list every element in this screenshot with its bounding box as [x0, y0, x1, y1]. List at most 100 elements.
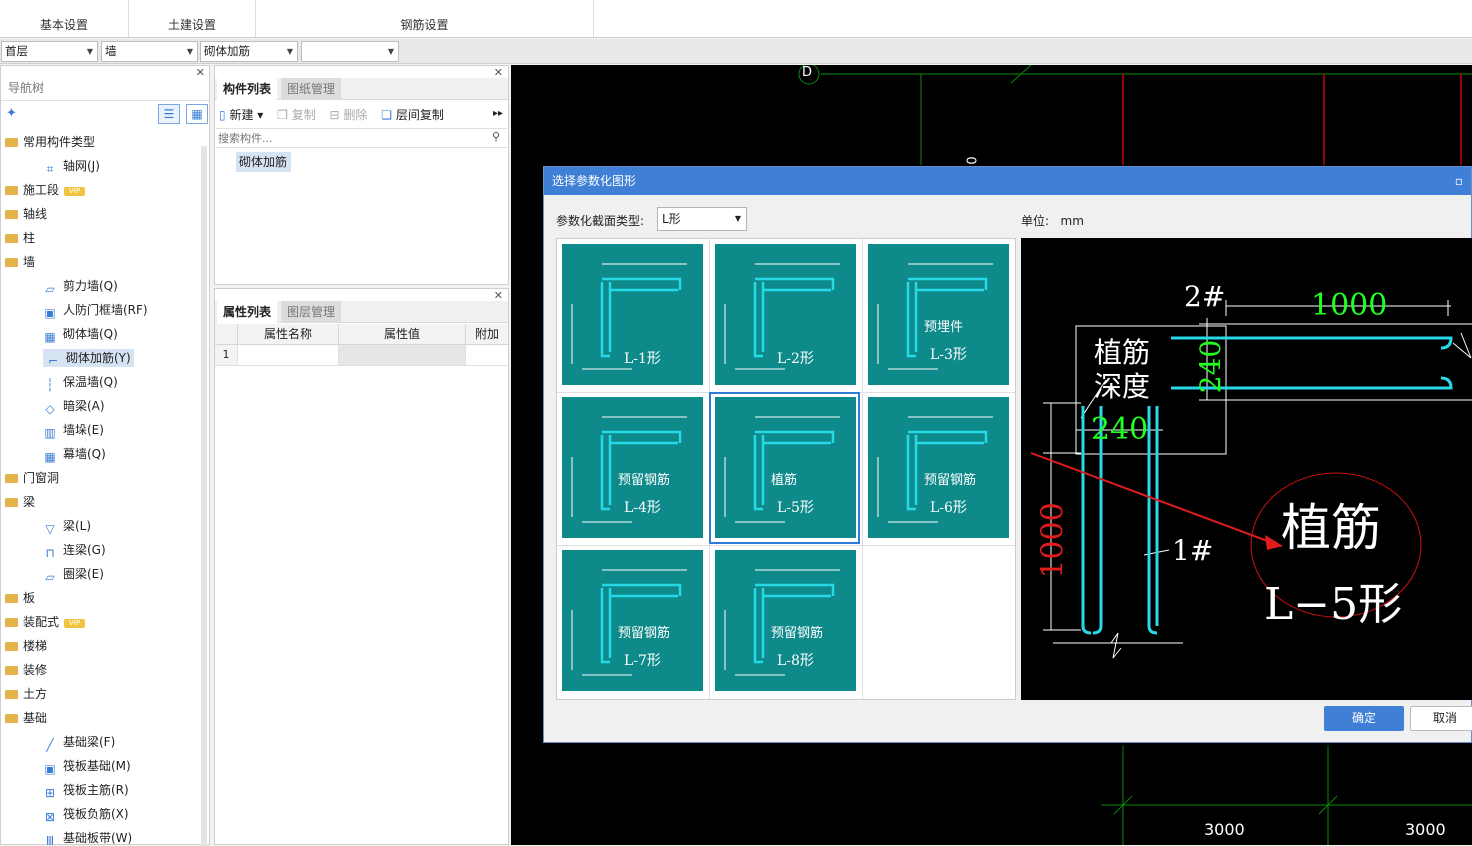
nav-item[interactable]: ▣筏板基础(M)	[1, 754, 131, 778]
new-button[interactable]: ▯ 新建 ▾	[219, 108, 264, 122]
floor-select[interactable]: 首层▼	[1, 41, 98, 62]
close-icon[interactable]: ✕	[493, 289, 503, 302]
ribbon-tab-rebar[interactable]: 钢筋设置	[256, 0, 594, 37]
folder-icon	[5, 234, 18, 243]
shape-tile-5[interactable]: 植筋 L-5形	[715, 397, 856, 538]
ribbon-tab-civil[interactable]: 土建设置	[129, 0, 256, 37]
cell-name[interactable]	[237, 345, 338, 365]
nav-label: 门窗洞	[23, 471, 60, 485]
nav-category[interactable]: 轴线	[1, 202, 47, 226]
nav-item[interactable]: ▥墙垛(E)	[1, 418, 104, 442]
tab-layer-manage[interactable]: 图层管理	[281, 301, 342, 323]
nav-label: 板	[23, 591, 36, 605]
component-panel: ✕ 构件列表 图纸管理 ▯ 新建 ▾ ❐ 复制 ⊟ 删除 ❏ 层间复制 ▸▸ ⚲…	[214, 65, 509, 285]
nav-category[interactable]: 土方	[1, 682, 47, 706]
nav-item[interactable]: ◇暗梁(A)	[1, 394, 104, 418]
maximize-icon[interactable]: ▫	[1454, 174, 1463, 188]
nav-category[interactable]: 楼梯	[1, 634, 47, 658]
close-icon[interactable]: ✕	[493, 66, 503, 79]
nav-category[interactable]: 墙	[1, 250, 35, 274]
nav-item[interactable]: ▱剪力墙(Q)	[1, 274, 117, 298]
close-icon[interactable]: ✕	[195, 66, 205, 79]
cell-value[interactable]	[338, 345, 465, 365]
nav-item[interactable]: ▱圈梁(E)	[1, 562, 104, 586]
nav-label: 保温墙(Q)	[63, 375, 118, 389]
tile-caption: L-5形	[777, 500, 814, 516]
nav-category[interactable]: 常用构件类型	[1, 130, 95, 154]
delete-button[interactable]: ⊟ 删除	[329, 108, 368, 122]
nav-label: 楼梯	[23, 639, 48, 653]
section-type-select[interactable]: L形▼	[657, 207, 747, 231]
nav-category[interactable]: 门窗洞	[1, 466, 59, 490]
table-row[interactable]: 1	[215, 345, 508, 366]
card-view-icon[interactable]: ▦	[186, 104, 208, 124]
nav-item[interactable]: ╱基础梁(F)	[1, 730, 115, 754]
insulation-wall-icon: ┆	[46, 378, 54, 392]
ribbon: 基本设置 土建设置 钢筋设置	[0, 0, 1472, 38]
nav-label: 基础板带(W)	[63, 831, 133, 845]
folder-icon	[5, 258, 18, 267]
nav-label: 土方	[23, 687, 48, 701]
folder-icon	[5, 138, 18, 147]
shape-tile-2[interactable]: L-2形	[715, 244, 856, 385]
dropdown-arrow-icon: ▼	[186, 47, 193, 56]
nav-label: 轴网(J)	[63, 159, 100, 173]
tile-caption: L-1形	[624, 351, 661, 367]
extra-select[interactable]: ▼	[301, 41, 399, 62]
nav-category[interactable]: 板	[1, 586, 35, 610]
nav-category[interactable]: 柱	[1, 226, 35, 250]
nav-item[interactable]: ▽梁(L)	[1, 514, 91, 538]
masonry-wall-icon: ▦	[44, 330, 56, 344]
tab-component-list[interactable]: 构件列表	[217, 78, 278, 100]
dimension-label: 3000	[1204, 820, 1245, 839]
ribbon-tab-basic[interactable]: 基本设置	[0, 0, 129, 37]
component-search-input[interactable]	[216, 128, 507, 148]
nav-item[interactable]: ⊓连梁(G)	[1, 538, 105, 562]
cell-extra[interactable]	[465, 345, 508, 365]
nav-item[interactable]: ┆ 保温墙(Q)	[1, 370, 118, 394]
masonry-rebar-icon: ⌐	[47, 354, 59, 368]
nav-category[interactable]: 梁	[1, 490, 35, 514]
copy-button[interactable]: ❐ 复制	[277, 108, 316, 122]
add-sparkle-icon[interactable]: ✦	[6, 106, 17, 121]
category-select[interactable]: 墙▼	[101, 41, 198, 62]
nav-label: 筏板基础(M)	[63, 759, 131, 773]
tab-drawing-manage[interactable]: 图纸管理	[281, 78, 342, 100]
shape-tile-1[interactable]: L-1形	[562, 244, 703, 385]
selected-tile-border	[709, 392, 860, 544]
tile-subtitle: 预埋件	[924, 320, 964, 335]
more-icon[interactable]: ▸▸	[492, 108, 503, 119]
tab-property-list[interactable]: 属性列表	[217, 301, 278, 323]
ok-button[interactable]: 确定	[1324, 706, 1404, 731]
nav-category[interactable]: 装修	[1, 658, 47, 682]
type-select[interactable]: 砌体加筋▼	[200, 41, 298, 62]
component-item[interactable]: 砌体加筋	[236, 152, 291, 172]
floor-copy-button[interactable]: ❏ 层间复制	[381, 108, 444, 122]
nav-item[interactable]: ⌗轴网(J)	[1, 154, 100, 178]
nav-item[interactable]: ⌐ 砌体加筋(Y)	[1, 346, 134, 370]
cancel-button[interactable]: 取消	[1410, 706, 1472, 731]
nav-label: 筏板负筋(X)	[63, 807, 129, 821]
selector-bar: 首层▼ 墙▼ 砌体加筋▼ ▼	[0, 39, 1472, 64]
nav-item[interactable]: ▦幕墙(Q)	[1, 442, 105, 466]
nav-item[interactable]: ▦砌体墙(Q)	[1, 322, 117, 346]
nav-item[interactable]: ▣人防门框墙(RF)	[1, 298, 147, 322]
scrollbar[interactable]	[201, 146, 207, 846]
nav-item[interactable]: ⊠筏板负筋(X)	[1, 802, 129, 826]
tile-caption: L-2形	[777, 351, 814, 367]
tile-subtitle: 植筋	[771, 473, 798, 488]
nav-item[interactable]: ⊞筏板主筋(R)	[1, 778, 129, 802]
search-icon[interactable]: ⚲	[491, 130, 500, 143]
nav-title: 导航树	[8, 81, 45, 95]
nav-label: 砌体加筋(Y)	[66, 351, 131, 365]
nav-category[interactable]: 基础	[1, 706, 47, 730]
list-view-icon[interactable]: ☰	[158, 104, 180, 124]
